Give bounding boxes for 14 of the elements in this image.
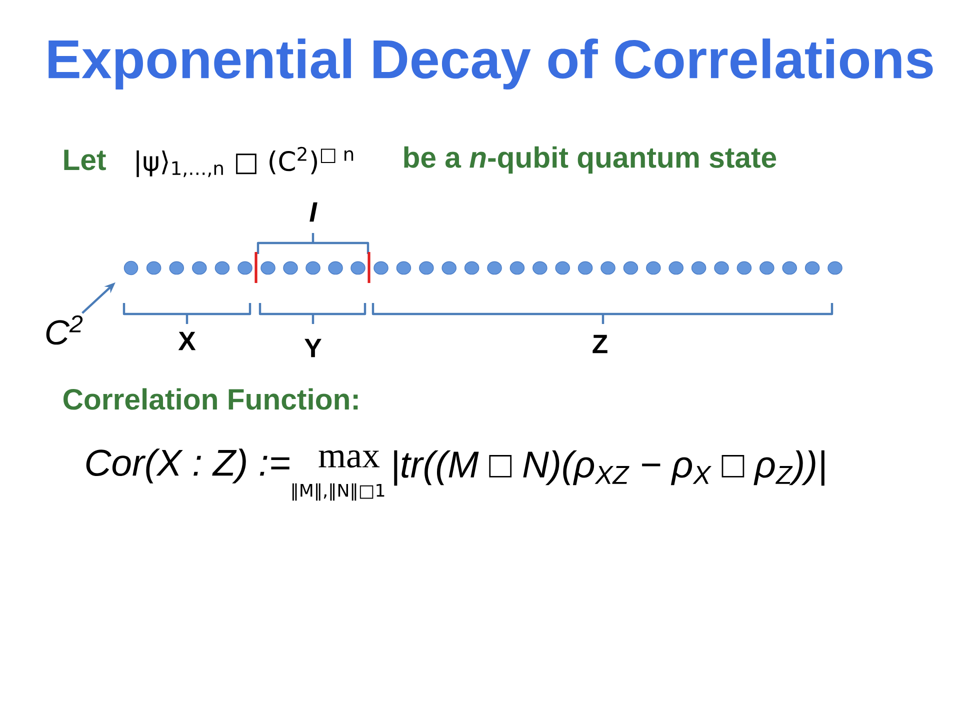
title: Exponential Decay of Correlations bbox=[48, 38, 933, 90]
bracket-label: I bbox=[310, 202, 318, 222]
sentence-text: Let bbox=[64, 150, 106, 170]
formula: max bbox=[318, 450, 380, 468]
qubit-dot bbox=[124, 260, 138, 276]
formula: |ψ⟩$_{1,…,n}$ □ (C$^{2}$)$^{□ n}$ bbox=[136, 146, 354, 178]
formula: |tr((M □ N)(ρ$_{XZ}$ − ρ$_{X}$ □ ρ$_{Z}$))| bbox=[394, 450, 824, 486]
bracket-label: X bbox=[178, 332, 196, 350]
bracket-label: Y bbox=[304, 338, 322, 358]
bracket-label: Z bbox=[592, 334, 608, 354]
section-heading: Correlation Function: bbox=[63, 388, 358, 410]
formula: ‖M‖,‖N‖□1 bbox=[292, 483, 384, 501]
math-label: C$^{2}$ bbox=[46, 315, 83, 345]
formula: Cor(X : Z) := bbox=[86, 448, 290, 484]
